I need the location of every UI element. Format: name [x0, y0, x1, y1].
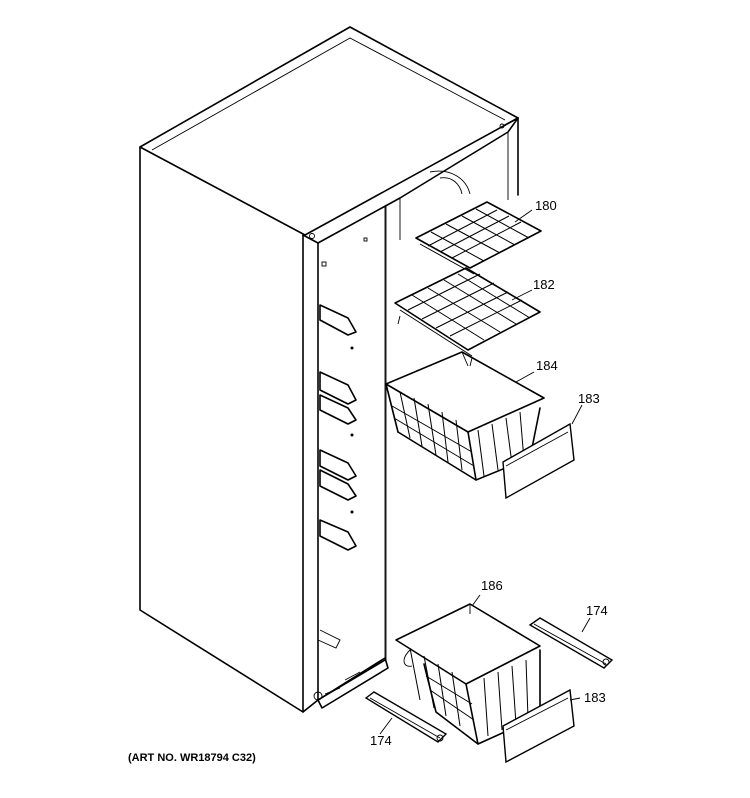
- wire-shelf-lower: [394, 267, 541, 367]
- callout-174-left: 174: [370, 733, 392, 748]
- art-number: (ART NO. WR18794 C32): [128, 752, 256, 764]
- wire-shelf-upper: [415, 201, 542, 275]
- callout-182: 182: [533, 277, 555, 292]
- leader-lines: [379, 209, 591, 735]
- freezer-cabinet: [139, 26, 519, 713]
- callout-180: 180: [535, 198, 557, 213]
- wire-basket-lower: [395, 603, 541, 745]
- basket-front-lower: [502, 688, 575, 764]
- callout-174-right: 174: [586, 603, 608, 618]
- callout-183-lower: 183: [584, 690, 606, 705]
- callout-183-upper: 183: [578, 391, 600, 406]
- callout-186: 186: [481, 578, 503, 593]
- slide-rail-right: [528, 617, 614, 669]
- basket-front-upper: [502, 422, 575, 500]
- callout-184: 184: [536, 358, 558, 373]
- slide-rail-left: [364, 691, 448, 743]
